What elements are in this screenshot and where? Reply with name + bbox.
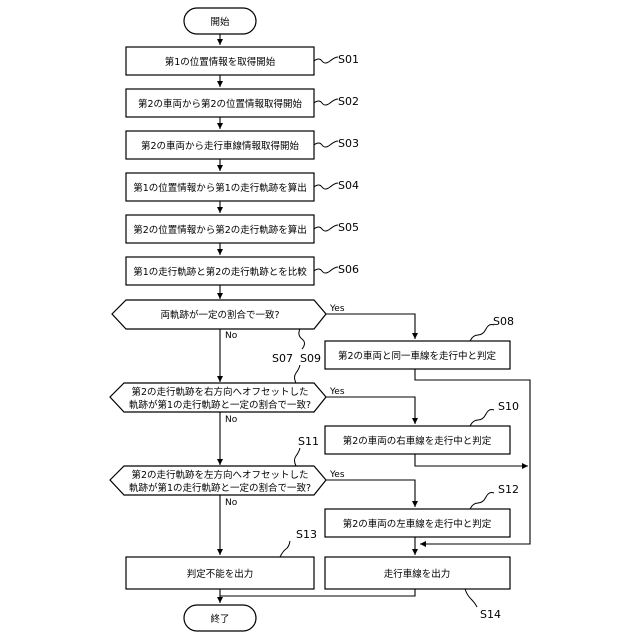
s03-leader <box>314 141 338 147</box>
s13-leader <box>280 541 290 557</box>
s02-leader <box>314 99 338 105</box>
step-s06-text: 第1の走行軌跡と第2の走行軌跡とを比較 <box>133 266 307 278</box>
s09-ref: S09 <box>300 352 321 365</box>
s11-ref: S11 <box>298 435 319 448</box>
s08-leader <box>470 325 494 342</box>
s06-leader <box>314 267 338 273</box>
connector-s09-yes-s10 <box>326 397 415 424</box>
s10-ref: S10 <box>498 400 519 413</box>
step-s14-text: 走行車線を出力 <box>384 568 451 580</box>
step-s10: 第2の車両の右車線を走行中と判定 <box>325 426 510 454</box>
decision-s09-line2: 軌跡が第1の走行軌跡と一定の割合で一致? <box>129 399 311 411</box>
step-s01: 第1の位置情報を取得開始 <box>126 47 314 75</box>
decision-s11-line2: 軌跡が第1の走行軌跡と一定の割合で一致? <box>129 482 311 494</box>
decision-s07: 両軌跡が一定の割合で一致? <box>112 300 326 329</box>
s04-ref: S04 <box>338 179 359 192</box>
s13-ref: S13 <box>296 528 317 541</box>
step-s05: 第2の位置情報から第2の走行軌跡を算出 <box>126 215 314 243</box>
s06-ref: S06 <box>338 263 359 276</box>
step-s06: 第1の走行軌跡と第2の走行軌跡とを比較 <box>126 257 314 285</box>
s07-ref: S07 <box>272 352 293 365</box>
s07-leader <box>299 329 305 349</box>
step-s14: 走行車線を出力 <box>325 557 510 589</box>
s14-leader <box>465 589 477 607</box>
step-s08-text: 第2の車両と同一車線を走行中と判定 <box>338 350 497 362</box>
decision-s07-text: 両軌跡が一定の割合で一致? <box>160 309 279 321</box>
connector-s11-yes-s12 <box>326 480 415 507</box>
s12-leader <box>470 493 494 510</box>
s09-no-label: No <box>225 415 238 425</box>
connector-s14-end <box>220 589 415 596</box>
s05-ref: S05 <box>338 221 359 234</box>
step-s13: 判定不能を出力 <box>126 557 314 589</box>
start-terminal: 開始 <box>184 8 256 34</box>
s04-leader <box>314 183 338 189</box>
step-s03-text: 第2の車両から走行車線情報取得開始 <box>141 140 300 152</box>
step-s01-text: 第1の位置情報を取得開始 <box>165 56 276 68</box>
s01-ref: S01 <box>338 53 359 66</box>
decision-s09: 第2の走行軌跡を右方向へオフセットした 軌跡が第1の走行軌跡と一定の割合で一致? <box>110 383 326 412</box>
step-s02-text: 第2の車両から第2の位置情報取得開始 <box>138 98 303 110</box>
connector-s10-merge <box>415 454 528 466</box>
s09-leader <box>295 365 301 383</box>
s07-yes-label: Yes <box>329 304 345 314</box>
step-s05-text: 第2の位置情報から第2の走行軌跡を算出 <box>133 224 307 236</box>
step-s12: 第2の車両の左車線を走行中と判定 <box>325 509 510 537</box>
step-s04-text: 第1の位置情報から第1の走行軌跡を算出 <box>133 182 307 194</box>
decision-s11-line1: 第2の走行軌跡を左方向へオフセットした <box>131 469 308 481</box>
s14-ref: S14 <box>480 608 501 621</box>
s11-leader <box>295 448 301 466</box>
s08-ref: S08 <box>493 315 514 328</box>
s02-ref: S02 <box>338 95 359 108</box>
s10-leader <box>470 410 494 427</box>
step-s12-text: 第2の車両の左車線を走行中と判定 <box>343 518 492 530</box>
decision-s11: 第2の走行軌跡を左方向へオフセットした 軌跡が第1の走行軌跡と一定の割合で一致? <box>110 466 326 495</box>
step-s10-text: 第2の車両の右車線を走行中と判定 <box>343 435 492 447</box>
step-s04: 第1の位置情報から第1の走行軌跡を算出 <box>126 173 314 201</box>
s07-no-label: No <box>225 331 238 341</box>
decision-s09-line1: 第2の走行軌跡を右方向へオフセットした <box>131 386 308 398</box>
end-label: 終了 <box>210 613 229 625</box>
s11-no-label: No <box>225 498 238 508</box>
connector-s07-yes-s08 <box>326 314 415 339</box>
s05-leader <box>314 225 338 231</box>
s11-yes-label: Yes <box>329 470 345 480</box>
end-terminal: 終了 <box>184 605 256 631</box>
step-s03: 第2の車両から走行車線情報取得開始 <box>126 131 314 159</box>
s01-leader <box>314 57 338 63</box>
step-s08: 第2の車両と同一車線を走行中と判定 <box>325 341 510 369</box>
step-s02: 第2の車両から第2の位置情報取得開始 <box>126 89 314 117</box>
s12-ref: S12 <box>498 483 519 496</box>
start-label: 開始 <box>210 16 230 28</box>
s09-yes-label: Yes <box>329 387 345 397</box>
step-s13-text: 判定不能を出力 <box>187 568 254 580</box>
s03-ref: S03 <box>338 137 359 150</box>
